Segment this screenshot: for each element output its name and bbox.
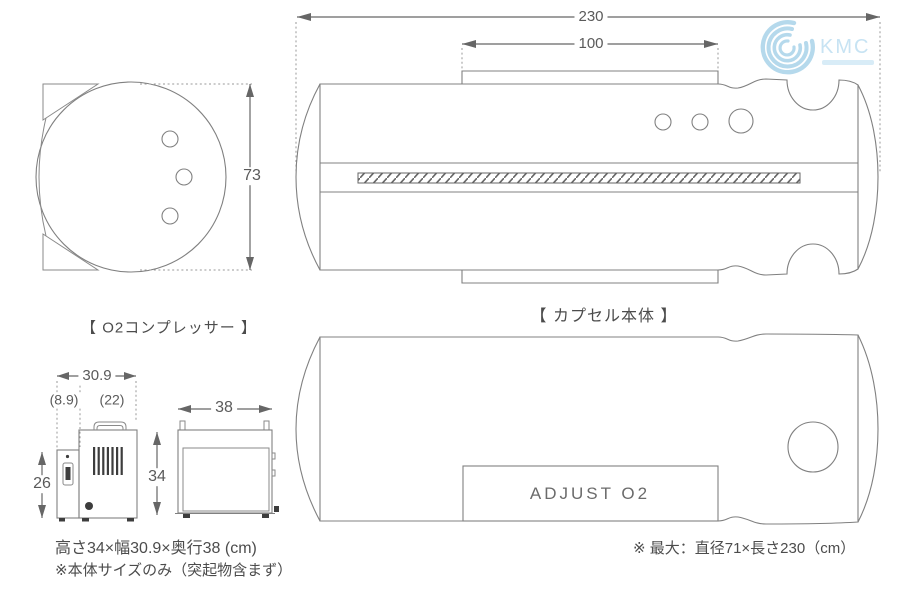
compressor-front-view: [56, 421, 138, 522]
capsule-top-view-drawing: [295, 333, 879, 525]
compressor-size-text: 高さ34×幅30.9×奥行38 (cm): [55, 540, 257, 557]
capsule-body-label: 【 カプセル本体 】: [530, 308, 678, 325]
hatch-strip: [357, 172, 801, 184]
capsule-side-outline: [295, 70, 879, 284]
front-port-circles: [161, 130, 193, 225]
capsule-front-outline: [35, 81, 227, 273]
adjust-panel-box: [462, 465, 719, 522]
compressor-label: 【 O2コンプレッサー 】: [81, 319, 257, 337]
side-window-length-label: 100: [574, 35, 608, 53]
side-port-circles: [654, 108, 754, 134]
kmc-tagline-bar: [822, 60, 874, 65]
compressor-side-view: [175, 420, 279, 518]
compressor-height-label: 34: [144, 468, 170, 486]
capsule-top-outline: [295, 333, 879, 525]
porthole-circle: [787, 421, 839, 473]
side-total-length-label: 230: [574, 8, 608, 26]
kmc-logo-text: KMC: [820, 36, 871, 58]
compressor-left-width-label: (8.9): [47, 391, 81, 408]
max-size-note: ※ 最大：直径71×長さ230（cm）: [633, 540, 856, 557]
kmc-logo-icon: [760, 20, 874, 75]
compressor-left-height-label: 26: [29, 475, 55, 493]
compressor-drawing: [38, 372, 279, 522]
capsule-front-view-drawing: [35, 81, 254, 273]
compressor-width-label: 30.9: [78, 367, 116, 385]
compressor-size-note: ※本体サイズのみ（突起物含まず）: [55, 562, 293, 579]
compressor-right-width-label: (22): [97, 391, 127, 408]
height-dimension-73: [140, 83, 254, 271]
compressor-depth-label: 38: [211, 399, 237, 417]
vent-grille: [93, 447, 123, 475]
front-height-dim-label: 73: [239, 167, 265, 185]
adjust-o2-panel-label: ADJUST O2: [529, 484, 651, 503]
